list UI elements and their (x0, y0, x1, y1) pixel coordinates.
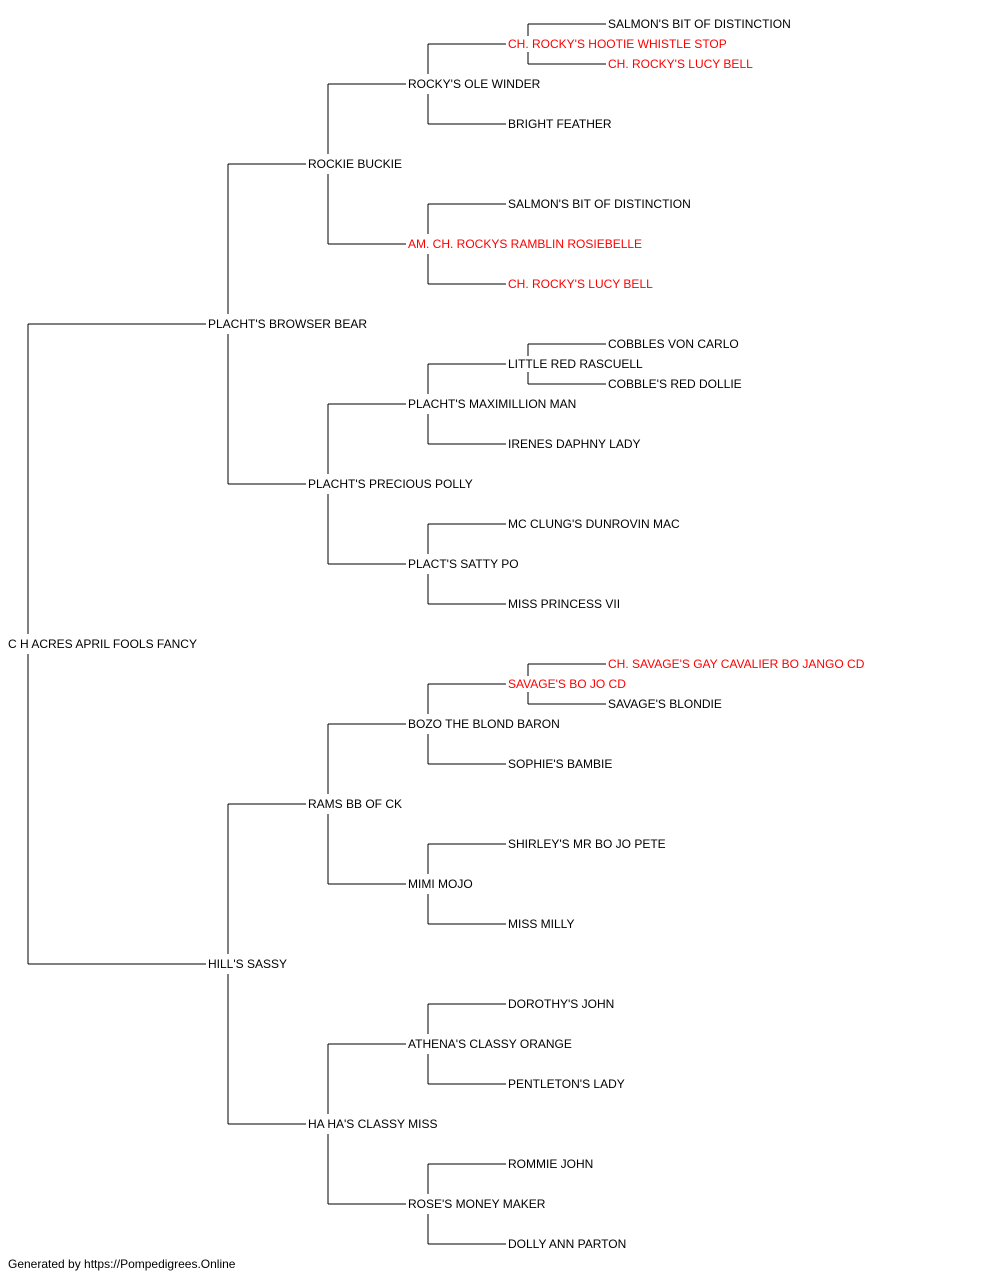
ancestor-gen1-2: HILL'S SASSY (208, 957, 287, 971)
ancestor-gen4-15: ROMMIE JOHN (508, 1157, 593, 1171)
ancestor-gen4-3: SALMON'S BIT OF DISTINCTION (508, 197, 691, 211)
ancestor-gen4-12: MISS MILLY (508, 917, 574, 931)
ancestor-gen4-14: PENTLETON'S LADY (508, 1077, 625, 1091)
ancestor-gen4-1: CH. ROCKY'S HOOTIE WHISTLE STOP (508, 37, 727, 51)
ancestor-gen4-16: DOLLY ANN PARTON (508, 1237, 626, 1251)
ancestor-gen5-dam: COBBLE'S RED DOLLIE (608, 377, 742, 391)
ancestor-gen1-1: PLACHT'S BROWSER BEAR (208, 317, 367, 331)
ancestor-gen5-sire: COBBLES VON CARLO (608, 337, 739, 351)
ancestor-gen2-2: PLACHT'S PRECIOUS POLLY (308, 477, 473, 491)
ancestor-gen5-sire: SALMON'S BIT OF DISTINCTION (608, 17, 791, 31)
ancestor-gen3-8: ROSE'S MONEY MAKER (408, 1197, 546, 1211)
ancestor-gen4-13: DOROTHY'S JOHN (508, 997, 614, 1011)
ancestor-gen4-8: MISS PRINCESS VII (508, 597, 620, 611)
ancestor-gen4-6: IRENES DAPHNY LADY (508, 437, 641, 451)
ancestor-gen4-9: SAVAGE'S BO JO CD (508, 677, 626, 691)
ancestor-gen3-4: PLACT'S SATTY PO (408, 557, 519, 571)
ancestor-gen3-7: ATHENA'S CLASSY ORANGE (408, 1037, 572, 1051)
ancestor-gen4-7: MC CLUNG'S DUNROVIN MAC (508, 517, 680, 531)
footer-credit: Generated by https://Pompedigrees.Online (8, 1257, 236, 1271)
ancestor-gen4-5: LITTLE RED RASCUELL (508, 357, 643, 371)
ancestor-gen3-1: ROCKY'S OLE WINDER (408, 77, 541, 91)
ancestor-gen5-sire: CH. SAVAGE'S GAY CAVALIER BO JANGO CD (608, 657, 865, 671)
ancestor-gen4-4: CH. ROCKY'S LUCY BELL (508, 277, 653, 291)
subject-dog: C H ACRES APRIL FOOLS FANCY (8, 637, 197, 651)
ancestor-gen3-6: MIMI MOJO (408, 877, 473, 891)
ancestor-gen2-1: ROCKIE BUCKIE (308, 157, 402, 171)
ancestor-gen4-11: SHIRLEY'S MR BO JO PETE (508, 837, 666, 851)
ancestor-gen3-3: PLACHT'S MAXIMILLION MAN (408, 397, 576, 411)
ancestor-gen2-4: HA HA'S CLASSY MISS (308, 1117, 437, 1131)
ancestor-gen5-dam: CH. ROCKY'S LUCY BELL (608, 57, 753, 71)
ancestor-gen3-5: BOZO THE BLOND BARON (408, 717, 560, 731)
ancestor-gen2-3: RAMS BB OF CK (308, 797, 402, 811)
ancestor-gen4-2: BRIGHT FEATHER (508, 117, 612, 131)
ancestor-gen3-2: AM. CH. ROCKYS RAMBLIN ROSIEBELLE (408, 237, 642, 251)
ancestor-gen5-dam: SAVAGE'S BLONDIE (608, 697, 722, 711)
ancestor-gen4-10: SOPHIE'S BAMBIE (508, 757, 612, 771)
